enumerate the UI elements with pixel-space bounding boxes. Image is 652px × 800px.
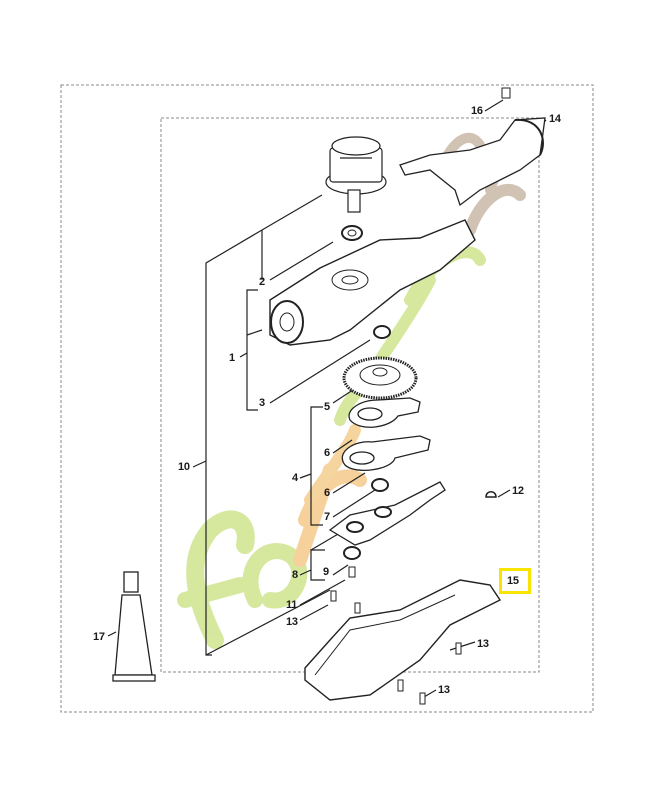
callout-10[interactable]: 10: [178, 461, 190, 473]
callout-16[interactable]: 16: [471, 105, 483, 117]
handle-cover-part: [399, 117, 546, 207]
callout-7[interactable]: 7: [324, 511, 330, 523]
callout-15[interactable]: 15: [507, 575, 519, 587]
callout-12[interactable]: 12: [512, 485, 524, 497]
callout-8[interactable]: 8: [292, 569, 298, 581]
clip-part: [485, 491, 497, 498]
highlight-box-15: [499, 568, 531, 594]
callout-17[interactable]: 17: [93, 631, 105, 643]
callout-14[interactable]: 14: [549, 113, 561, 125]
callout-6b[interactable]: 6: [324, 487, 330, 499]
callout-5[interactable]: 5: [324, 401, 330, 413]
outer-frame: [60, 84, 594, 713]
callout-3[interactable]: 3: [259, 397, 265, 409]
callout-4[interactable]: 4: [292, 472, 298, 484]
eccentric-parts: [341, 397, 431, 471]
callout-9[interactable]: 9: [323, 566, 329, 578]
screw-16: [501, 87, 511, 99]
callout-2[interactable]: 2: [259, 276, 265, 288]
callout-13c[interactable]: 13: [438, 684, 450, 696]
callout-13b[interactable]: 13: [477, 638, 489, 650]
callout-6a[interactable]: 6: [324, 447, 330, 459]
screws-13: [330, 590, 462, 705]
callout-13a[interactable]: 13: [286, 616, 298, 628]
bearing-7: [371, 478, 389, 492]
motor-part: [325, 136, 387, 213]
screw-11: [348, 566, 356, 578]
callout-1[interactable]: 1: [229, 352, 235, 364]
callout-11[interactable]: 11: [286, 599, 298, 611]
gear-housing-part: [269, 219, 476, 346]
bearing-9: [343, 546, 361, 560]
housing-cover-part: [304, 579, 502, 701]
grease-tube-part: [112, 571, 156, 682]
